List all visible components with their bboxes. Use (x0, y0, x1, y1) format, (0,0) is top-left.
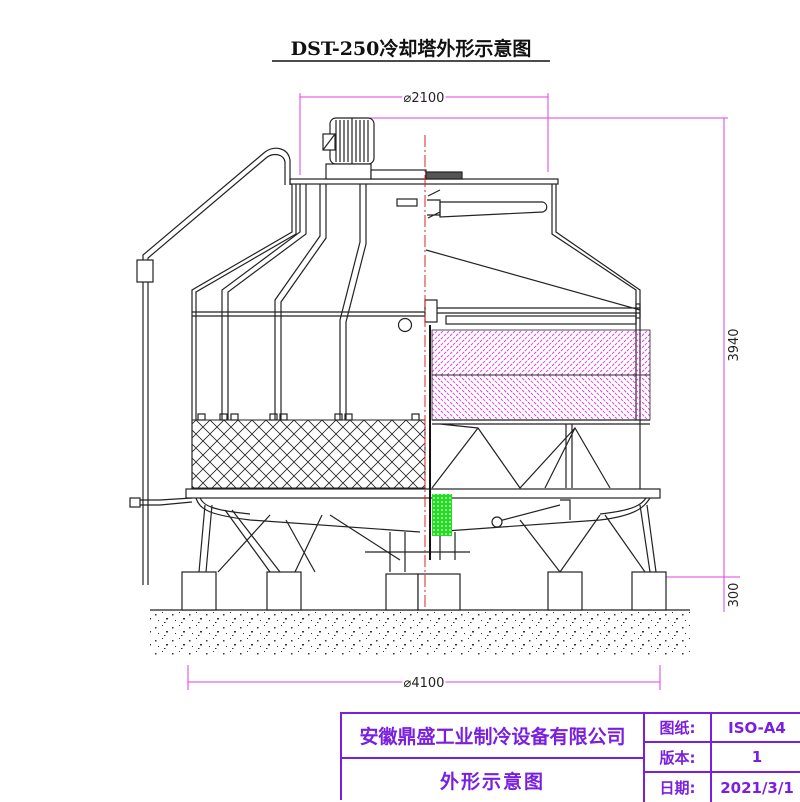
fill-pack-upper (431, 329, 651, 376)
ground (150, 609, 690, 656)
strainer (432, 494, 452, 536)
dimension-height: 3940 300 (365, 117, 742, 612)
support-legs (198, 504, 657, 573)
inlet-pipe (129, 147, 291, 585)
foundation-blocks (181, 571, 667, 611)
cold-water-basin (185, 488, 661, 572)
svg-text:300: 300 (727, 583, 742, 608)
label-sheet: 图纸: (645, 714, 712, 743)
value-date: 2021/3/1 (720, 778, 794, 797)
dimension-top-diameter: ⌀2100 (299, 89, 549, 175)
title-block: 安徽鼎盛工业制冷设备有限公司 外形示意图 图纸: ISO-A4 版本: 1 日期… (340, 712, 800, 802)
dimension-bottom-diameter: ⌀4100 (187, 665, 661, 693)
infill-small-blocks (197, 413, 420, 421)
svg-text:⌀2100: ⌀2100 (404, 91, 445, 106)
value-version: 1 (712, 743, 800, 773)
label-version: 版本: (645, 743, 712, 773)
svg-text:⌀4100: ⌀4100 (404, 676, 445, 691)
fan-blade (427, 189, 548, 219)
sprinkler-arm (424, 249, 641, 325)
svg-text:3940: 3940 (727, 328, 742, 361)
label-date: 日期: (645, 773, 712, 802)
drawing-name: 外形示意图 (342, 759, 645, 802)
fill-pack-lower (431, 374, 651, 421)
drawing-title: DST-250冷却塔外形示意图 (291, 37, 532, 60)
company-name: 安徽鼎盛工业制冷设备有限公司 (342, 714, 645, 759)
fan-motor (322, 117, 463, 180)
value-sheet: ISO-A4 (712, 714, 800, 743)
infill-mesh (191, 419, 426, 489)
